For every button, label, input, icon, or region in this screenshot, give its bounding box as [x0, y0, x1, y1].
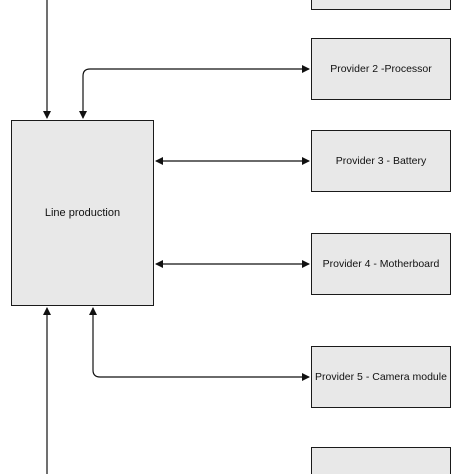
line-production-label: Line production: [44, 207, 121, 219]
provider-2-label: Provider 2 -Processor: [330, 63, 432, 75]
provider-6-box: [311, 447, 451, 474]
provider-3-box: Provider 3 - Battery: [311, 130, 451, 192]
provider-5-box: Provider 5 - Camera module: [311, 346, 451, 408]
provider-1-box: [311, 0, 451, 10]
provider-4-box: Provider 4 - Motherboard: [311, 233, 451, 295]
provider-4-label: Provider 4 - Motherboard: [322, 258, 440, 270]
provider-5-label: Provider 5 - Camera module: [315, 371, 447, 383]
provider-2-box: Provider 2 -Processor: [311, 38, 451, 100]
arrow-provider-5-link: [89, 307, 310, 381]
line-production-box: Line production: [11, 120, 154, 306]
provider-3-label: Provider 3 - Battery: [335, 155, 427, 167]
arrow-provider-2-link: [79, 65, 310, 119]
